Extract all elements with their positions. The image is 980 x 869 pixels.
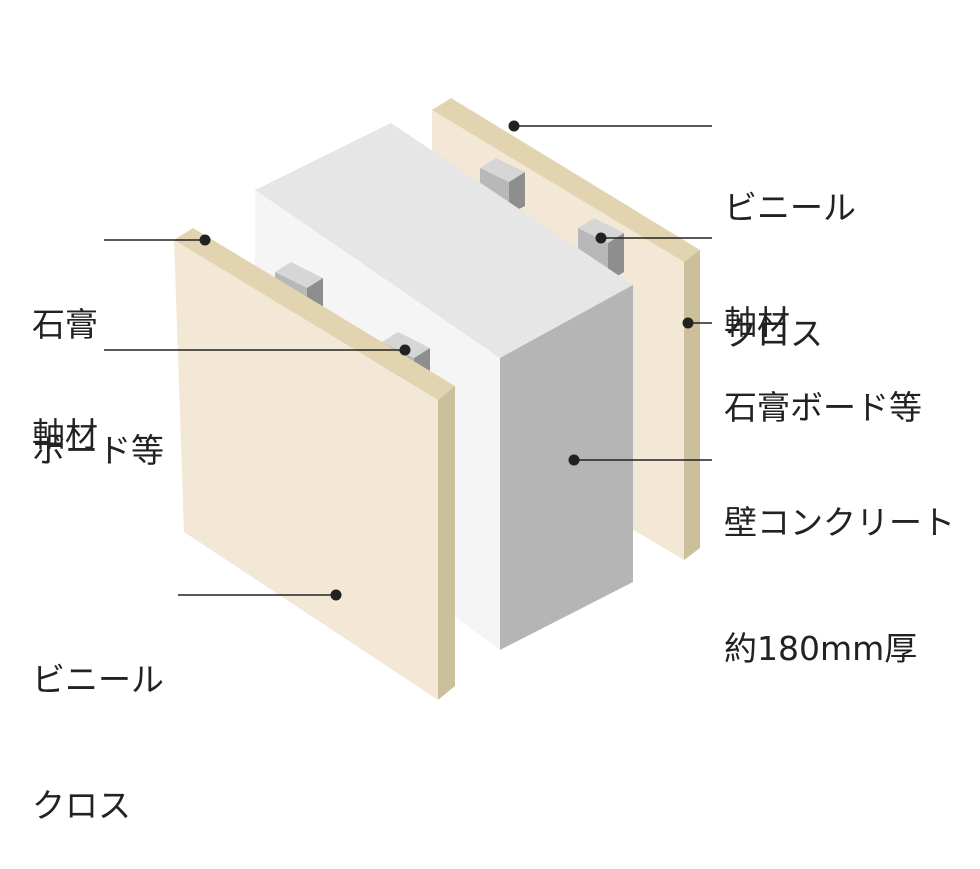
leader-lines [104,125,712,596]
concrete-side [500,285,633,650]
label-concrete-wall: 壁コンクリート 約180mm厚 [724,418,955,712]
label-left-gypsum-board: 石膏 ボード等 [32,220,164,514]
dot-left-stud [399,344,411,356]
label-line: 軸材 [32,415,98,454]
label-line: ボード等 [32,431,164,470]
label-line: 壁コンクリート [724,503,955,542]
left-board [174,228,455,700]
leader-dots [199,120,694,601]
concrete-top [255,123,633,358]
dot-right-stud [595,232,607,244]
right-board-side-edge [684,250,700,560]
dot-right-gypsum [682,317,694,329]
left-board-face [174,240,438,700]
label-line: 軸材 [724,303,790,342]
label-line: クロス [724,314,823,353]
label-line: 約180mm厚 [724,629,918,668]
label-right-vinyl-cloth: ビニール クロス [724,103,856,397]
label-line: ビニール [32,660,164,699]
label-line: 石膏 [32,305,98,344]
dot-right-vinyl [508,120,520,132]
label-right-stud: 軸材 [724,218,790,386]
label-line: クロス [32,786,131,825]
label-line: 石膏ボード等 [724,388,922,427]
right-board-top-edge [432,98,700,262]
left-board-top-edge [174,228,455,400]
dot-concrete [568,454,580,466]
label-right-gypsum-board: 石膏ボード等 [724,303,922,471]
dot-left-gypsum [199,234,211,246]
dot-left-vinyl [330,589,342,601]
label-line: ビニール [724,188,856,227]
label-left-vinyl-cloth: ビニール クロス [32,575,164,869]
label-left-stud: 軸材 [32,330,98,498]
wall-section-diagram [104,98,712,700]
left-board-side-edge [438,386,455,700]
